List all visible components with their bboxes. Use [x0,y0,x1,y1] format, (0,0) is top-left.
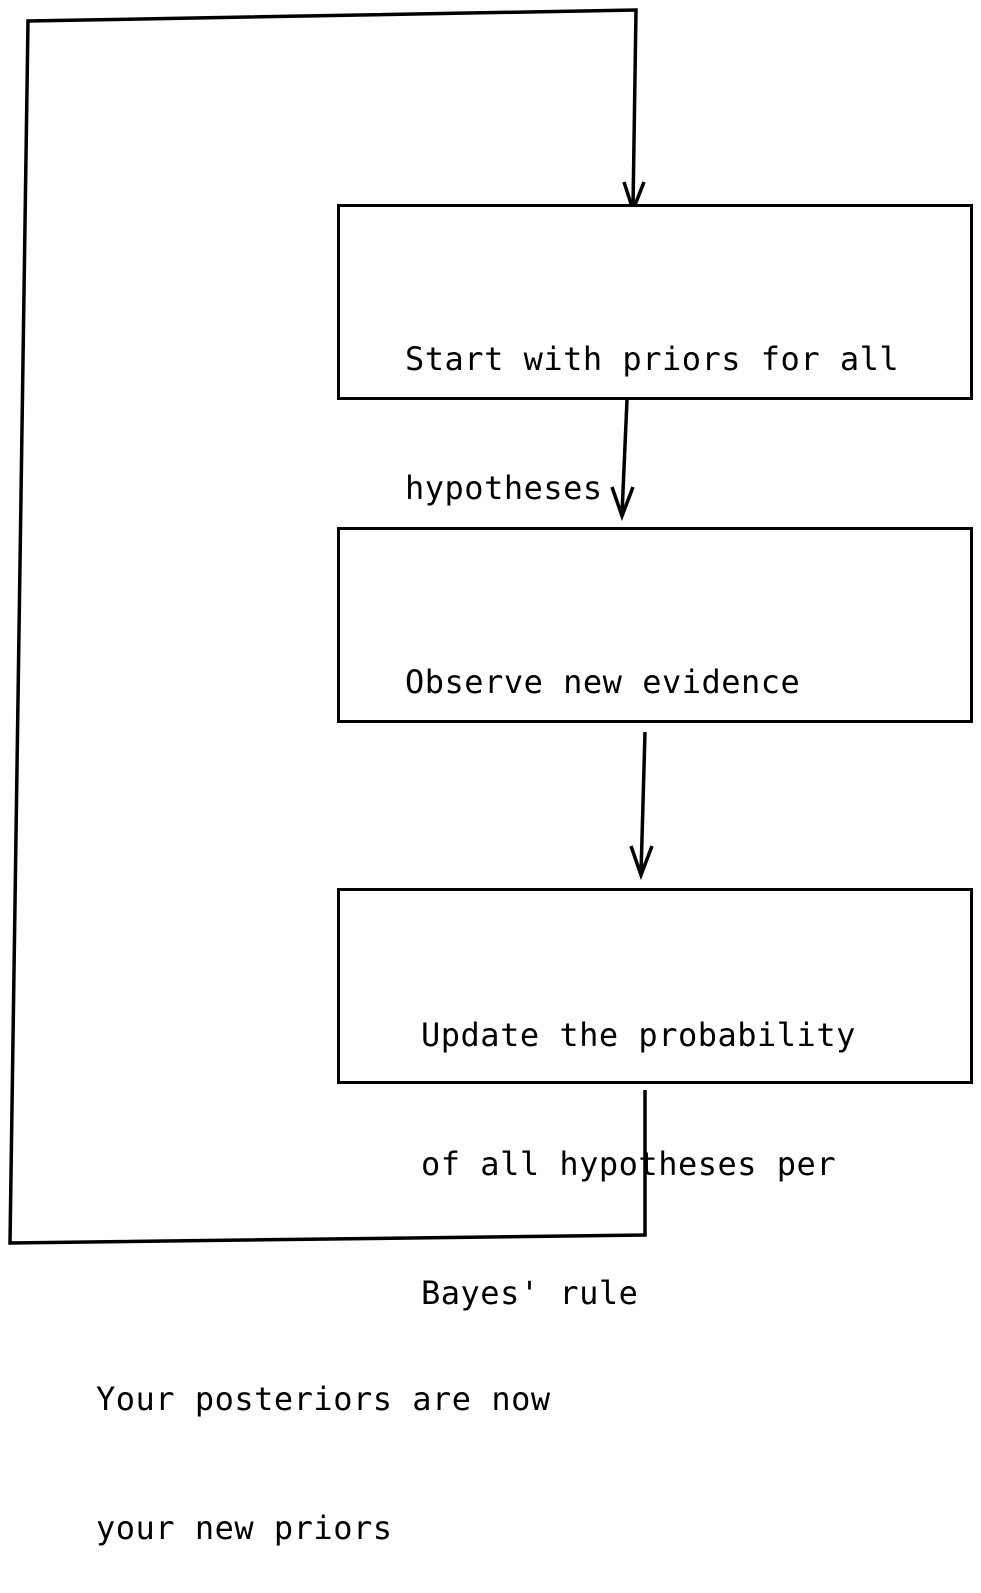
node-start-line-1: Start with priors for all [405,340,900,378]
node-update-probability [337,888,973,1084]
node-start-line-2: hypotheses [405,469,603,507]
arrowhead-observe-to-update [629,845,654,881]
node-update-line-3: Bayes' rule [421,1274,639,1312]
node-update-line-2: of all hypotheses per [421,1145,837,1183]
node-observe-label: Observe new evidence [405,575,800,747]
flowchart-connectors [8,8,654,1245]
loop-back-connector [8,8,647,1245]
loop-label-line-1: Your posteriors are now [96,1380,551,1418]
node-update-label: Update the probability of all hypotheses… [421,928,856,1358]
node-start-priors [337,204,973,400]
node-start-label: Start with priors for all hypotheses [405,252,899,553]
arrowhead-start-to-observe [610,486,635,522]
arrow-start-to-observe [620,399,629,515]
loop-label-line-2: your new priors [96,1509,393,1547]
node-observe-line-1: Observe new evidence [405,663,801,701]
loop-label: Your posteriors are now your new priors [96,1292,551,1593]
node-update-line-1: Update the probability [421,1016,856,1054]
node-observe-evidence [337,527,973,723]
arrow-observe-to-update [639,731,647,875]
